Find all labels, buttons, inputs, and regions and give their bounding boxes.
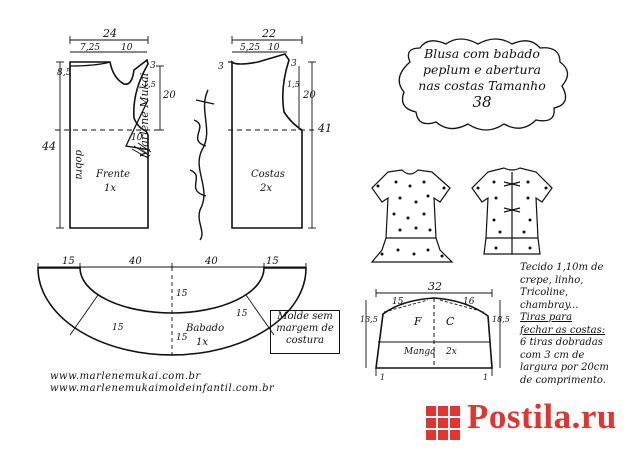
seam-note-line-2: margem de bbox=[276, 323, 334, 334]
back-piece-name: Costas bbox=[251, 169, 285, 180]
ruffle-diag-right: 15 bbox=[236, 309, 248, 319]
seam-note-line-1: Molde sem bbox=[277, 311, 333, 322]
back-piece-count: 2x bbox=[259, 183, 272, 194]
sleeve-side-right: 18,5 bbox=[492, 315, 510, 324]
fabric-note-line: 6 tiras dobradas bbox=[520, 337, 603, 348]
title-line-4: 38 bbox=[472, 93, 492, 111]
ruffle-piece bbox=[37, 267, 307, 356]
back-armhole-depth: 20 bbox=[302, 90, 316, 101]
ruffle-dims bbox=[37, 263, 307, 355]
sleeve-hem-left: 1 bbox=[380, 373, 385, 382]
sleeve-dims bbox=[365, 289, 501, 376]
sleeve-front-letter: F bbox=[413, 315, 422, 328]
fabric-notes: Tecido 1,10m de crepe, linho, Tricoline,… bbox=[520, 262, 638, 387]
back-garment-sketch bbox=[471, 167, 553, 255]
ruffle-piece-count: 1x bbox=[196, 337, 208, 348]
front-length: 44 bbox=[41, 140, 56, 153]
back-bodice bbox=[228, 53, 303, 229]
fabric-note-line: fechar as costas: bbox=[520, 324, 606, 336]
front-shoulder: 10 bbox=[121, 43, 133, 53]
signature-text: Marlene Mukai bbox=[138, 72, 151, 158]
sleeve-piece-name: Manga bbox=[403, 347, 436, 357]
signature-mark bbox=[189, 89, 215, 241]
title-line-2: peplum e abertura bbox=[423, 62, 541, 77]
ruffle-left: 15 bbox=[62, 256, 75, 267]
front-bodice bbox=[69, 58, 152, 229]
seam-note-line-3: costura bbox=[286, 335, 324, 346]
front-left-drop: 8,5 bbox=[57, 68, 72, 78]
back-top-width: 22 bbox=[261, 27, 276, 40]
sleeve-cap-right: 16 bbox=[463, 297, 475, 307]
front-right-drop: 3 bbox=[150, 61, 156, 71]
sleeve-back-letter: C bbox=[446, 315, 455, 328]
fabric-note-line: Tiras para bbox=[520, 312, 573, 323]
fabric-note-line: largura por 20cm bbox=[520, 362, 609, 373]
fabric-note-line: Tecido 1,10m de bbox=[520, 262, 604, 273]
website-url-1[interactable]: www.marlenemukai.com.br bbox=[50, 371, 201, 382]
front-piece-count: 1x bbox=[104, 183, 116, 194]
front-armhole: 1,5 bbox=[143, 80, 156, 89]
watermark-logo-icon bbox=[426, 406, 460, 440]
back-dims bbox=[228, 36, 316, 229]
ruffle-diag-left: 15 bbox=[112, 323, 124, 333]
title-block: Blusa com babado peplum e abertura nas c… bbox=[393, 46, 571, 136]
ruffle-piece-name: Babado bbox=[185, 323, 224, 334]
front-piece-name: Frente bbox=[95, 169, 130, 180]
sleeve-piece bbox=[375, 297, 493, 369]
title-line-1: Blusa com babado bbox=[424, 46, 540, 61]
seam-allowance-note: Molde sem margem de costura bbox=[270, 310, 340, 354]
back-garment-dots bbox=[476, 180, 548, 250]
website-url-2[interactable]: www.marlenemukaimoldeinfantil.com.br bbox=[50, 383, 275, 394]
ruffle-height-a: 15 bbox=[176, 289, 188, 299]
fabric-note-line: Tricoline, bbox=[520, 287, 569, 298]
fabric-note-line: de comprimento. bbox=[520, 374, 606, 386]
sleeve-piece-count: 2x bbox=[445, 347, 457, 357]
ruffle-mid-left: 40 bbox=[128, 256, 142, 267]
fabric-note-line: crepe, linho, bbox=[520, 274, 584, 286]
sleeve-hem-right: 1 bbox=[483, 373, 488, 382]
front-garment-dots bbox=[376, 180, 446, 258]
sleeve-width: 32 bbox=[428, 280, 442, 293]
title-cloud-outline bbox=[398, 38, 569, 131]
ruffle-right: 15 bbox=[266, 256, 279, 267]
back-shoulder: 10 bbox=[268, 43, 280, 53]
back-neck-width: 5,25 bbox=[240, 43, 260, 53]
sleeve-cap-left: 15 bbox=[392, 297, 404, 307]
watermark-text: Postila.ru bbox=[467, 397, 617, 436]
front-armhole-depth: 20 bbox=[162, 90, 176, 101]
back-armhole: 1,5 bbox=[287, 80, 300, 89]
back-right-drop: 3 bbox=[291, 59, 297, 69]
ruffle-height-b: 15 bbox=[176, 333, 188, 343]
front-neck-width: 7,25 bbox=[80, 43, 100, 53]
website-links: www.marlenemukai.com.br www.marlenemukai… bbox=[50, 371, 274, 395]
sleeve-side-left: 13,5 bbox=[360, 315, 378, 324]
back-length: 41 bbox=[317, 122, 332, 135]
ruffle-mid-right: 40 bbox=[204, 256, 218, 267]
title-line-3: nas costas Tamanho bbox=[418, 78, 546, 93]
front-fold-label: dobra bbox=[73, 150, 84, 180]
fabric-note-line: com 3 cm de bbox=[520, 349, 585, 361]
fabric-note-line: chambray... bbox=[520, 299, 579, 311]
back-left-drop: 3 bbox=[218, 62, 224, 72]
front-dims bbox=[55, 36, 164, 229]
front-top-width: 24 bbox=[102, 27, 117, 40]
front-garment-sketch bbox=[370, 169, 454, 263]
front-dart-length: 10 bbox=[131, 133, 143, 143]
